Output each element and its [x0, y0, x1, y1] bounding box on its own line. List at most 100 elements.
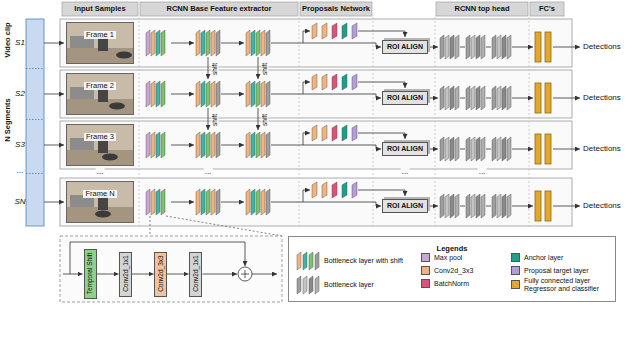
feature-layer [161, 132, 165, 158]
feature-layer [342, 182, 347, 198]
feature-layer [342, 74, 347, 90]
zoom-link [203, 274, 238, 275]
segment-label: SN [14, 198, 25, 207]
detection-arrow [553, 206, 580, 207]
feature-link [271, 190, 310, 202]
frame-image: Frame N [66, 181, 134, 223]
legend-text: Conv2d_3x3 [434, 267, 473, 275]
node-text: Frame 2 [84, 82, 116, 90]
segment-divider [26, 68, 44, 69]
row-panel [60, 178, 572, 226]
feature-layer [256, 30, 260, 56]
axis-title: Video clip [4, 22, 12, 57]
feature-layer [497, 137, 501, 161]
feature-layer [161, 30, 165, 56]
node-text: Temporal Shift [86, 253, 93, 295]
feature-layer [156, 132, 160, 158]
frame-image: Frame 3 [66, 124, 134, 166]
feature-layer [266, 132, 270, 158]
segment-label: S2 [15, 90, 25, 99]
feature-layer [246, 189, 250, 215]
axis-title: N Segments [4, 98, 12, 141]
feature-layer [455, 194, 459, 218]
ellipsis: ... [96, 168, 105, 177]
output-label: Detections [583, 94, 621, 103]
column-separator [139, 17, 140, 228]
feature-layer [151, 30, 155, 56]
zoom-leader [166, 216, 282, 236]
feature-layer [322, 125, 327, 141]
feature-layer [492, 35, 496, 59]
column-header-band [300, 2, 372, 16]
fc-layer [545, 191, 551, 221]
segment-label: S3 [15, 141, 25, 150]
legend-swatch [511, 266, 520, 275]
node-text: Conv2d_3x3 [156, 256, 163, 293]
feature-layer [151, 132, 155, 158]
roi-align-box: ROI ALIGN [382, 199, 428, 213]
feature-layer [450, 194, 454, 218]
roi-align-box: ROI ALIGN [382, 40, 428, 54]
feature-layer [251, 30, 255, 56]
feature-link [271, 82, 310, 94]
feature-layer [440, 137, 444, 161]
output-label: Detections [583, 43, 621, 52]
legend-text: Proposal target layer [524, 267, 589, 275]
feature-layer [201, 189, 205, 215]
roi-align-box: ROI ALIGN [382, 142, 428, 156]
feature-layer [497, 86, 501, 110]
feature-layer [440, 86, 444, 110]
feature-layer [246, 81, 250, 107]
column-separator [435, 17, 436, 228]
legend-item: Proposal target layer [511, 266, 589, 275]
fc-layer [535, 134, 541, 164]
layer-link [171, 202, 194, 203]
feature-layer [332, 23, 337, 39]
feature-layer [455, 137, 459, 161]
output-label: Detections [583, 202, 621, 211]
feature-layer [471, 35, 475, 59]
column-header-band [140, 2, 298, 16]
feature-layer [322, 74, 327, 90]
feature-layer [246, 132, 250, 158]
column-header-band [62, 2, 138, 16]
zoom-box [60, 236, 282, 302]
feature-layer [312, 182, 317, 198]
feature-layer [309, 276, 313, 294]
legend-box: LegendsBottleneck layer with shiftBottle… [288, 236, 616, 302]
feature-layer [251, 81, 255, 107]
frame-photo [95, 211, 111, 218]
feature-layer [151, 81, 155, 107]
feature-layer [497, 35, 501, 59]
feature-layer [196, 81, 200, 107]
feature-layer [201, 81, 205, 107]
feature-layer [297, 252, 301, 270]
feature-layer [476, 137, 480, 161]
legend-swatch [421, 266, 430, 275]
feature-link [271, 133, 310, 145]
feature-layer [466, 35, 470, 59]
feature-layer [440, 35, 444, 59]
feature-layer [251, 132, 255, 158]
feature-layer [211, 81, 215, 107]
fc-layer [545, 32, 551, 62]
node-text: Frame 3 [84, 133, 116, 141]
feature-layer [216, 132, 220, 158]
node-text: ROI ALIGN [387, 145, 423, 153]
feature-layer [492, 137, 496, 161]
layer-link [221, 94, 244, 95]
legend-layer-icon [295, 275, 321, 295]
legend-item: BatchNorm [421, 279, 469, 288]
feature-layer [312, 23, 317, 39]
conv-block: Conv2d_1x1 [189, 252, 202, 297]
column-header: RCNN Base Feature extractor [166, 5, 271, 13]
feature-layer [256, 189, 260, 215]
proposal-link [358, 190, 405, 196]
detection-arrow [553, 149, 580, 150]
legend-swatch [421, 279, 430, 288]
row-panel [60, 19, 572, 67]
feature-layer [303, 276, 307, 294]
shift-arrow [208, 57, 209, 79]
shift-label: shift [261, 113, 268, 127]
legend-swatch [511, 253, 520, 262]
